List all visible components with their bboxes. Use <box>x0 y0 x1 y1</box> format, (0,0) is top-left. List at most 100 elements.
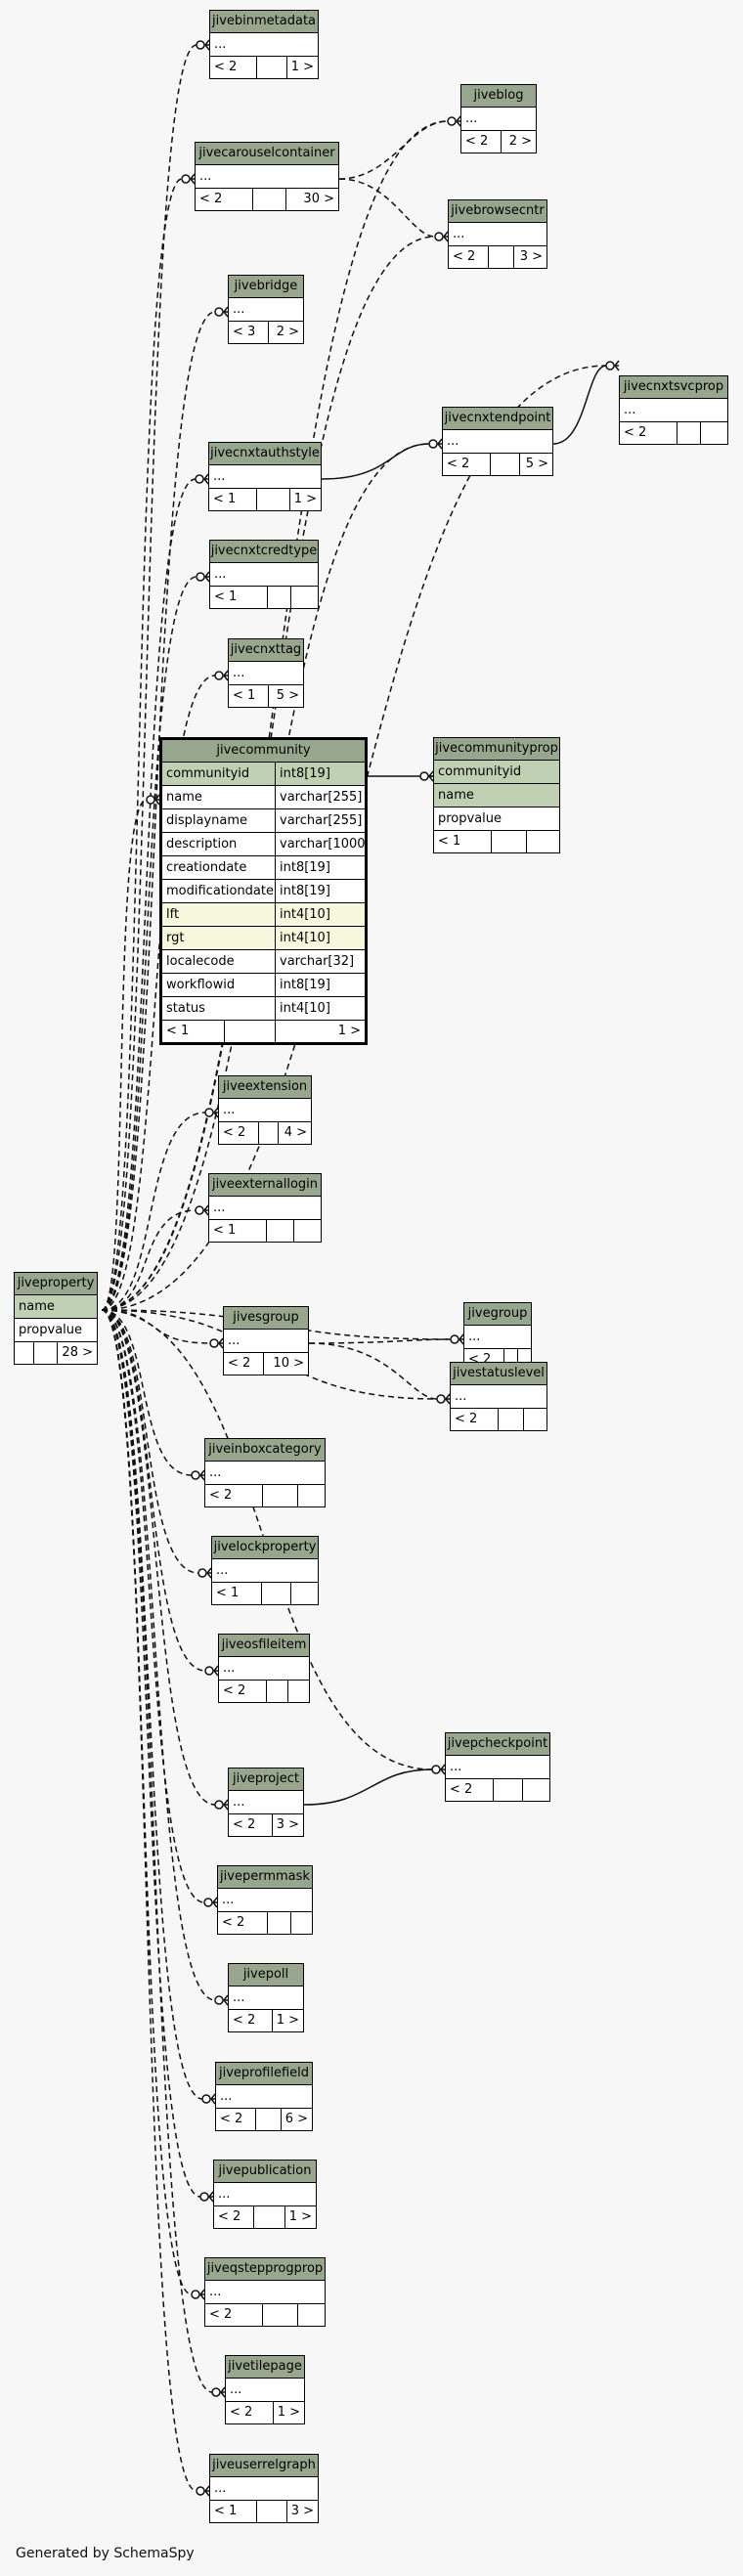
table-columns: ... <box>229 1987 303 2010</box>
table-jivestatuslevel[interactable]: jivestatuslevel ... < 2 <box>450 1362 547 1431</box>
children-count: < 2 <box>220 2112 243 2126</box>
table-jivecnxtcredtype[interactable]: jivecnxtcredtype ... < 1 <box>209 540 319 609</box>
foreign-key-line <box>101 1309 216 1806</box>
column-type: int8[19] <box>275 880 365 902</box>
table-name: jivecnxttag <box>229 639 303 662</box>
parents-count <box>700 422 727 444</box>
parents-count: 28 > <box>57 1342 97 1364</box>
crows-foot-icon <box>605 360 620 371</box>
table-footer: < 1 <box>434 831 559 852</box>
foreign-key-line <box>101 1112 206 1311</box>
table-columns: ... <box>210 563 318 587</box>
table-jivegroup[interactable]: jivegroup ... < 2 <box>463 1302 532 1372</box>
children-count: < 2 <box>453 249 476 264</box>
column-name: displayname <box>166 813 248 828</box>
crows-foot-icon <box>196 571 210 583</box>
gap-cell <box>267 1912 290 1934</box>
crows-foot-icon <box>191 1469 205 1481</box>
children-count: < 2 <box>209 2307 233 2322</box>
table-name: jiveinboxcategory <box>205 1439 325 1462</box>
table-name: jivepublication <box>214 2161 316 2183</box>
table-name: jiveproject <box>229 1768 303 1791</box>
table-footer: < 2 <box>205 1485 325 1506</box>
column-type: varchar[32] <box>275 950 365 973</box>
table-jiveexternallogin[interactable]: jiveexternallogin ... < 1 <box>208 1173 322 1243</box>
gap-cell <box>255 57 286 78</box>
column-name: modificationdate <box>166 884 274 898</box>
table-jivepcheckpoint[interactable]: jivepcheckpoint ... < 2 <box>445 1732 550 1802</box>
crows-foot-icon <box>146 794 160 806</box>
table-jiveosfileitem[interactable]: jiveosfileitem ... < 2 <box>218 1634 310 1703</box>
table-jiveproperty[interactable]: jiveproperty name propvalue 28 > <box>14 1272 98 1365</box>
foreign-key-line <box>338 178 436 238</box>
crows-foot-icon <box>191 2289 205 2300</box>
foreign-key-line <box>101 178 183 1311</box>
column-name: status <box>166 1001 205 1016</box>
gap-cell <box>491 831 526 852</box>
children-count: < 1 <box>214 589 238 604</box>
table-jivecnxtsvcprop[interactable]: jivecnxtsvcprop ... < 2 <box>619 375 728 445</box>
table-columns: ... <box>461 108 536 131</box>
table-columns: ... <box>446 1756 549 1779</box>
parents-count <box>523 1409 546 1430</box>
children-count: < 3 <box>233 325 256 339</box>
children-count: < 2 <box>228 1356 251 1371</box>
children-count: < 2 <box>218 2209 241 2224</box>
column-name: workflowid <box>166 978 236 992</box>
table-jiveinboxcategory[interactable]: jiveinboxcategory ... < 2 <box>204 1438 326 1507</box>
parents-count <box>287 1681 309 1702</box>
column-name: lft <box>166 907 180 922</box>
column-type: int8[19] <box>275 763 365 785</box>
crows-foot-icon <box>214 1799 229 1811</box>
table-jivelockproperty[interactable]: jivelockproperty ... < 1 <box>211 1536 319 1605</box>
table-jivecommunityprop[interactable]: jivecommunityprop communityid name propv… <box>433 737 560 853</box>
generated-by-footer: Generated by SchemaSpy <box>16 2546 195 2561</box>
crows-foot-icon <box>197 1567 212 1579</box>
children-count: < 2 <box>455 1412 478 1426</box>
table-columns: ... <box>214 2183 316 2206</box>
table-name: jivebinmetadata <box>210 11 318 33</box>
foreign-key-line <box>101 799 148 1311</box>
table-footer: < 1 <box>210 587 318 608</box>
table-columns: ... <box>229 662 303 685</box>
children-count: < 2 <box>465 134 489 149</box>
table-footer: < 1 <box>212 1583 318 1604</box>
gap-cell <box>266 1220 293 1242</box>
table-name: jivecnxtauthstyle <box>209 443 321 465</box>
crows-foot-icon <box>214 1994 229 2006</box>
table-name: jivepoll <box>229 1964 303 1987</box>
crows-foot-icon <box>436 1393 451 1405</box>
table-jiveqstepprogprop[interactable]: jiveqstepprogprop ... < 2 <box>204 2257 326 2327</box>
gap-cell <box>255 489 289 510</box>
table-jivepermmask[interactable]: jivepermmask ... < 2 <box>217 1865 313 1935</box>
table-footer: < 2 6 > <box>216 2109 312 2130</box>
table-name: jiveosfileitem <box>219 1635 309 1657</box>
parents-count: 6 > <box>280 2109 312 2130</box>
